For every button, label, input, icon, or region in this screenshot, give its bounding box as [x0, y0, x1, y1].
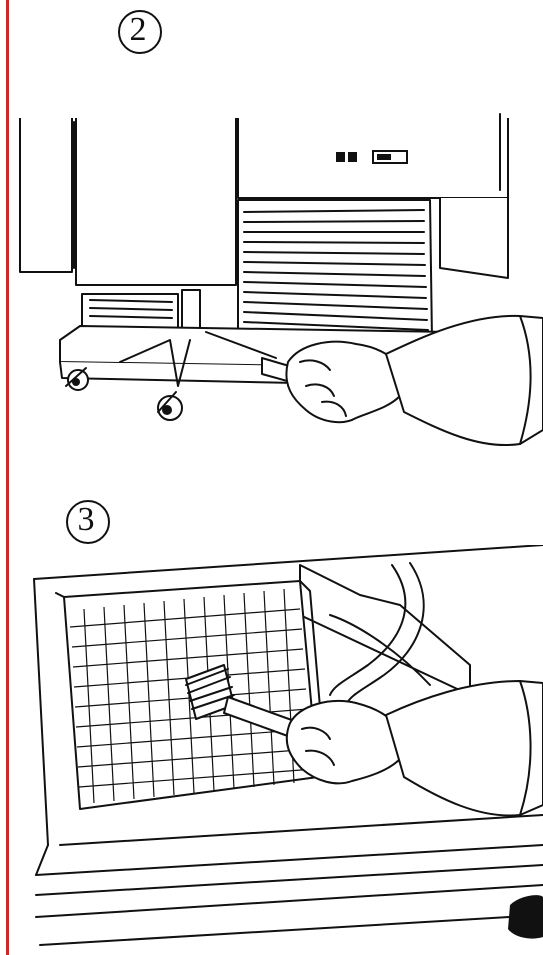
step-3-number: 3 [66, 500, 106, 540]
step-2-number: 2 [118, 10, 158, 50]
step-3-illustration [0, 545, 543, 955]
step-2-illustration [0, 100, 543, 560]
